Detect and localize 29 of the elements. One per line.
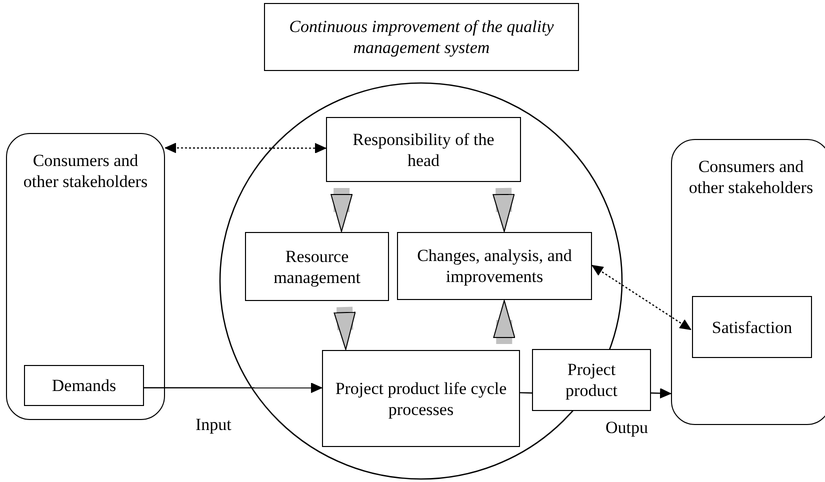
node-label: Resource management xyxy=(272,246,362,288)
node-label: Continuous improvement of the quality management system xyxy=(288,16,555,58)
dotted-arrow xyxy=(165,142,326,154)
process-box xyxy=(532,349,651,411)
node-label: Consumers and other stakeholders xyxy=(22,150,149,192)
dotted-arrow xyxy=(592,264,692,330)
rounded-box xyxy=(6,133,165,420)
rounded-box xyxy=(671,139,825,425)
process-box xyxy=(245,232,389,301)
block-arrow xyxy=(334,306,356,350)
arrow xyxy=(650,388,672,398)
process-box xyxy=(397,232,592,300)
process-box xyxy=(24,365,144,406)
node-label: Responsibility of the head xyxy=(352,128,496,170)
process-box xyxy=(322,350,520,447)
title-box xyxy=(264,3,579,71)
process-box xyxy=(692,296,812,358)
block-arrow xyxy=(492,188,515,232)
node-label: Consumers and other stakeholders xyxy=(688,156,814,198)
node-label: Project product xyxy=(564,359,618,401)
arrow xyxy=(143,382,322,393)
node-label: Changes, analysis, and improvements xyxy=(416,245,573,287)
node-label: Project product life cycle processes xyxy=(334,378,508,420)
process-box xyxy=(326,117,521,182)
connector-line xyxy=(520,392,532,394)
block-arrow xyxy=(330,188,353,232)
node-label: Demands xyxy=(50,375,118,396)
node-label: Satisfaction xyxy=(710,316,794,338)
block-arrow xyxy=(493,300,516,344)
